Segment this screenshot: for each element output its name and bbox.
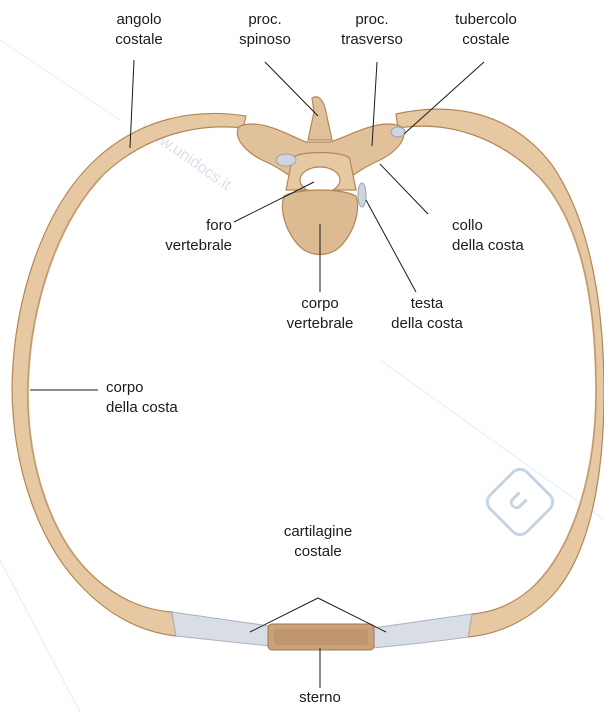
left-rib-head: [276, 154, 296, 166]
leader-testa-della-costa: [366, 200, 416, 292]
leader-collo-della-costa: [380, 164, 428, 214]
leader-proc-spinoso: [265, 62, 318, 116]
label-proc-trasverso: proc. trasverso: [332, 10, 412, 50]
right-rib: [396, 109, 604, 637]
sternum-texture: [274, 629, 368, 645]
label-corpo-della-costa: corpo della costa: [106, 378, 196, 418]
label-proc-spinoso: proc. spinoso: [230, 10, 300, 50]
vertebral-foramen: [300, 167, 340, 193]
spinous-process: [308, 97, 332, 140]
label-sterno: sterno: [290, 688, 350, 708]
label-collo-della-costa: collo della costa: [452, 216, 542, 256]
label-foro-vertebrale: foro vertebrale: [150, 216, 232, 256]
label-testa-della-costa: testa della costa: [382, 294, 472, 334]
right-rib-head: [358, 183, 366, 207]
watermark-logo: U: [483, 465, 557, 539]
left-rib: [12, 113, 246, 636]
right-tubercle: [391, 127, 405, 137]
label-tubercolo-costale: tubercolo costale: [446, 10, 526, 50]
label-cartilagine-costale: cartilagine costale: [270, 522, 366, 562]
right-costal-cartilage: [372, 614, 472, 648]
svg-text:U: U: [503, 487, 532, 516]
label-angolo-costale: angolo costale: [104, 10, 174, 50]
label-corpo-vertebrale: corpo vertebrale: [280, 294, 360, 334]
